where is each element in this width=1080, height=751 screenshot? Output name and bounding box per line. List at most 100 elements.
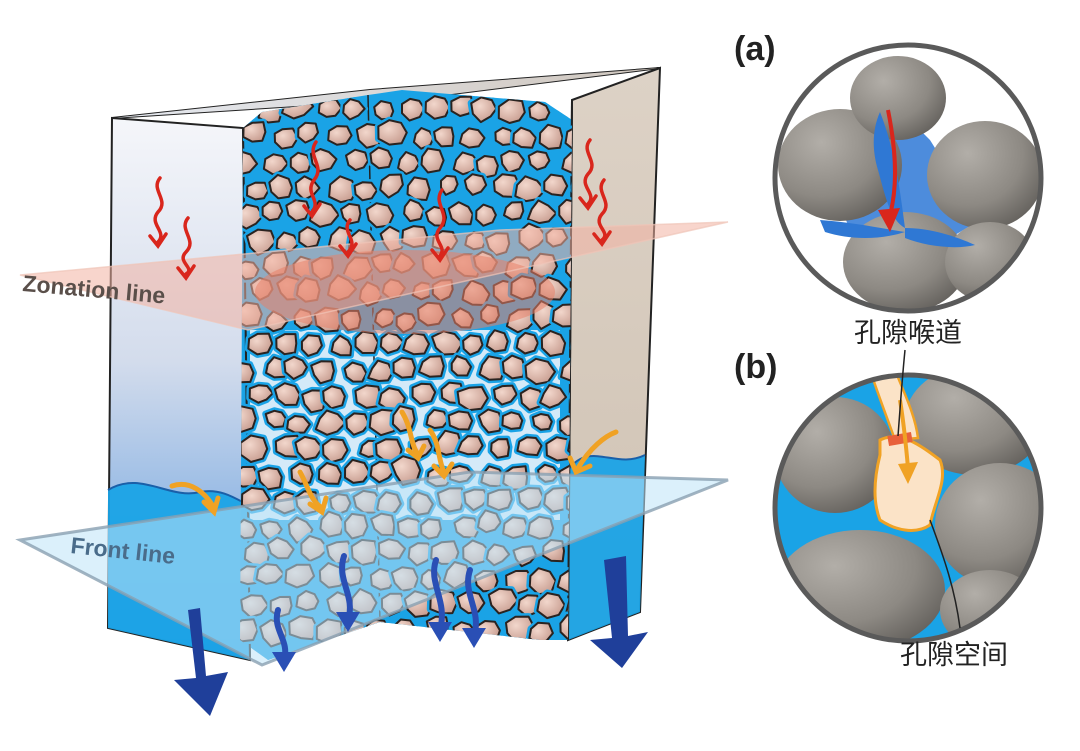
soil-grain [402,332,430,356]
soil-grain [379,331,405,354]
pore-throat-leader [897,349,906,437]
soil-grain [440,174,459,196]
soil-grain [515,331,539,355]
panel-a-label: (a) [734,30,776,68]
soil-grain [425,408,450,429]
soil-grain [538,123,564,150]
soil-grain [392,356,416,379]
soil-grain [526,199,558,225]
soil-grain [273,382,301,406]
soil-grain [367,359,394,382]
orange-curved-arrow-icon [169,409,619,517]
soil-grain [463,173,488,196]
soil-grain [248,384,274,404]
soil-grain [493,384,518,406]
soil-grain [559,614,572,640]
soil-grain [456,435,484,456]
soil-grain [240,149,259,176]
blue-down-arrow-icon [174,553,648,716]
soil-grain [565,257,572,279]
soil-grain [501,411,524,430]
soil-grain [354,384,382,409]
soil-grain [369,146,393,170]
soil-grain [317,462,343,485]
pore-throat-label: 孔隙喉道 [854,318,962,349]
soil-grain [344,458,371,484]
soil-grain [475,155,499,179]
soil-grain [485,329,509,353]
soil-grain [262,153,289,176]
soil-grain [354,330,380,354]
soil-grain [536,592,566,620]
soil-grain [330,334,353,357]
soil-grain [345,148,369,172]
soil-grain [401,97,426,122]
soil-grain [528,100,551,122]
soil-grain [264,409,287,429]
soil-grain [240,405,257,434]
soil-grain [246,228,277,256]
soil-grain [564,125,572,153]
soil-grain [342,98,366,121]
soil-grain [242,121,267,143]
soil-grain [345,412,371,436]
red-wavy-arrow-icon [148,138,612,281]
soil-grain [539,384,568,409]
soil-grain [373,100,395,121]
soil-grain [458,127,486,149]
zonation-plane [19,221,729,334]
soil-grain [273,127,299,150]
soil-grain [343,361,368,383]
soil-grain [240,361,255,384]
soil-grain [527,150,551,171]
soil-grain [543,173,569,197]
soil-grain [424,95,451,120]
soil-grain [294,435,324,461]
soil-grain [328,175,358,204]
soil-grain [257,466,283,491]
soil-grain [289,151,312,174]
soil-grain [420,147,445,174]
soil-grain [261,200,284,222]
soil-grain [450,95,475,117]
panel-a-circle [772,42,1044,314]
soil-grain [406,176,431,201]
soil-grain [500,150,525,174]
soil-grain [497,98,526,124]
soil-grain [487,587,519,615]
soil-grain [240,434,269,463]
soil-grain [246,181,270,201]
soil-grain [379,173,404,199]
soil-grain [275,333,298,356]
soil-grain [561,151,572,174]
panel-b-label: (b) [734,348,777,386]
soil-grain [501,354,526,380]
soil-grain [478,355,506,381]
soil-grain [322,438,349,464]
soil-grain [567,432,572,459]
soil-grain [512,126,537,149]
pore-space-leader [929,519,961,629]
soil-grain [298,226,321,249]
soil-grain [540,329,567,357]
soil-grain [297,121,319,144]
soil-grain [286,415,311,434]
soil-grain [411,382,437,405]
soil-grain [247,332,274,356]
pore-space-label: 孔隙空间 [900,640,1008,671]
soil-grain [327,125,353,146]
soil-grain [322,385,346,410]
soil-grain [353,181,378,202]
soil-grain [528,621,554,646]
soil-grain [477,408,503,434]
soil-grain [545,436,572,462]
soil-grain [462,334,484,356]
soil-grain [403,198,425,223]
soil-grain [524,357,556,386]
soil-grain [516,436,543,457]
soil-grain [340,202,362,225]
soil-grain [475,203,497,227]
soil-grain [503,201,525,221]
soil-grain [268,173,294,200]
